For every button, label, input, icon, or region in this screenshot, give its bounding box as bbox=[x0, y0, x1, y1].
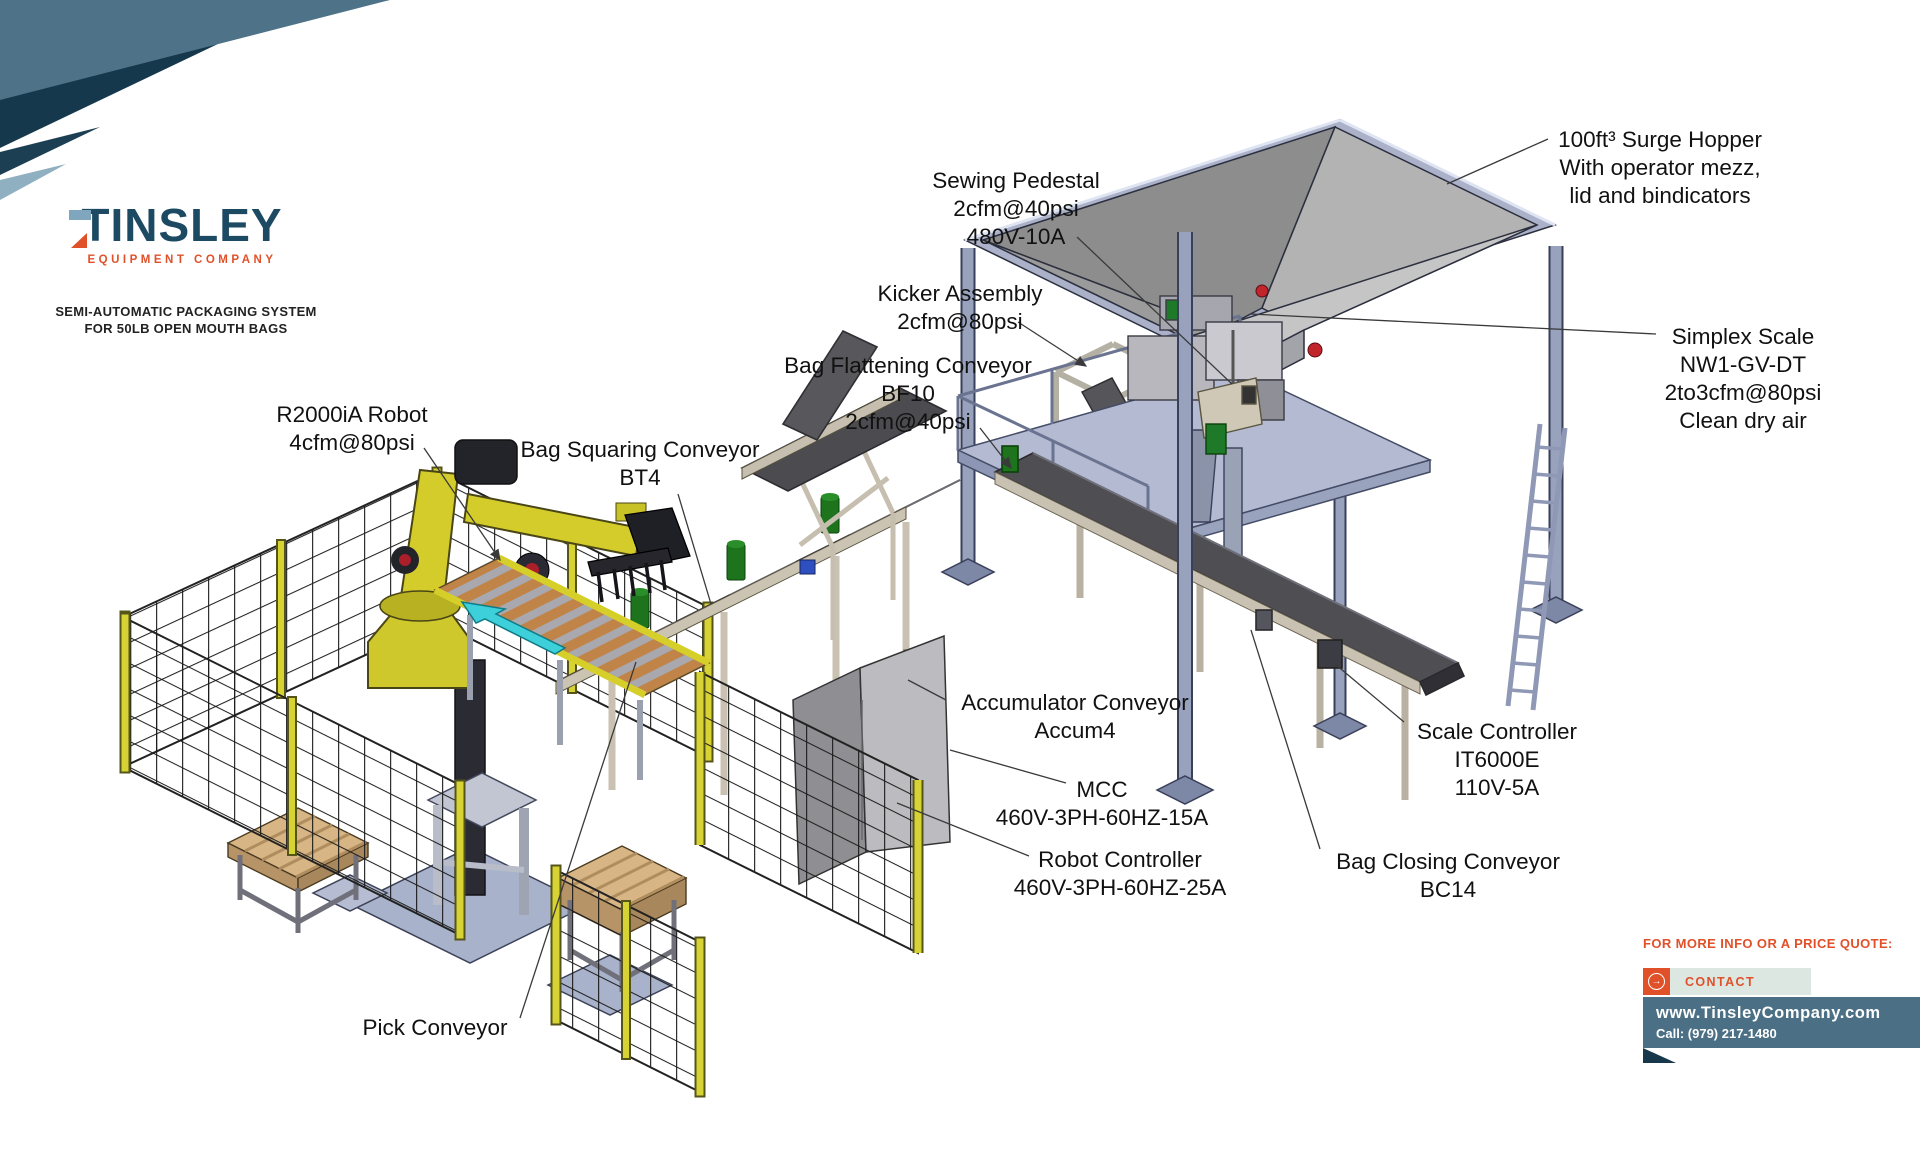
label-surge-hopper: 100ft³ Surge Hopper With operator mezz, … bbox=[1558, 127, 1762, 208]
leader-accumulator bbox=[907, 679, 947, 701]
label-scale-controller: Scale Controller IT6000E 110V-5A bbox=[1416, 719, 1578, 800]
label-sewing-pedestal: Sewing Pedestal 2cfm@40psi 480V-10A bbox=[932, 168, 1100, 249]
contact-heading: FOR MORE INFO OR A PRICE QUOTE: bbox=[1643, 936, 1893, 951]
contact-banner: www.TinsleyCompany.com Call: (979) 217-1… bbox=[1643, 997, 1920, 1048]
flow-arrow bbox=[460, 600, 567, 655]
scale-controller-box bbox=[1317, 639, 1343, 669]
label-bag-closing-conveyor: Bag Closing Conveyor BC14 bbox=[1336, 849, 1560, 902]
bindicator bbox=[1255, 284, 1269, 298]
website-link[interactable]: www.TinsleyCompany.com bbox=[1656, 1004, 1881, 1022]
label-kicker-assembly: Kicker Assembly 2cfm@80psi bbox=[877, 281, 1043, 334]
surge-hopper-tower bbox=[940, 118, 1584, 805]
leader-mcc bbox=[949, 749, 1067, 784]
leader-bag-closing bbox=[1250, 629, 1321, 850]
label-pick-conveyor: Pick Conveyor bbox=[362, 1015, 508, 1040]
company-logo: TINSLEY bbox=[81, 199, 283, 251]
leader-robot-controller bbox=[896, 802, 1030, 857]
label-r2000ia-robot: R2000iA Robot 4cfm@80psi bbox=[276, 402, 428, 455]
sewing-pedestal-machine bbox=[1197, 330, 1263, 561]
leader-bag-flattening bbox=[979, 427, 1012, 470]
safety-fence-cabinet-side bbox=[694, 670, 924, 955]
leader-bag-squaring bbox=[677, 493, 712, 605]
company-logo-subtitle: EQUIPMENT COMPANY bbox=[87, 254, 277, 266]
brand-block: TINSLEY EQUIPMENT COMPANY bbox=[69, 199, 294, 266]
leader-pick-conveyor bbox=[519, 661, 637, 1019]
contact-button-label[interactable]: CONTACT bbox=[1670, 968, 1811, 995]
flattening-chute bbox=[781, 329, 879, 442]
banner-flag-fold bbox=[1643, 1048, 1676, 1063]
conveyor-motors bbox=[630, 493, 840, 629]
bag-closing-conveyor bbox=[993, 445, 1466, 800]
phone-number: Call: (979) 217-1480 bbox=[1656, 1026, 1777, 1041]
leader-lines bbox=[423, 138, 1657, 1019]
leader-simplex-scale bbox=[1249, 313, 1657, 335]
label-mcc: MCC 460V-3PH-60HZ-15A bbox=[995, 777, 1209, 830]
access-ladder bbox=[1505, 423, 1568, 711]
bindicator bbox=[1307, 342, 1323, 358]
leader-robot bbox=[423, 447, 501, 562]
label-bag-squaring-conveyor: Bag Squaring Conveyor BT4 bbox=[520, 437, 760, 490]
logo-accent-blue bbox=[69, 210, 91, 220]
leader-scale-controller bbox=[1334, 663, 1405, 723]
tagline-line2: FOR 50LB OPEN MOUTH BAGS bbox=[84, 321, 288, 336]
pick-conveyor-unit bbox=[433, 554, 711, 780]
corner-banner-graphic bbox=[0, 0, 390, 200]
leader-sewing-pedestal bbox=[1076, 236, 1233, 385]
tagline-line1: SEMI-AUTOMATIC PACKAGING SYSTEM bbox=[55, 304, 317, 319]
system-tagline: SEMI-AUTOMATIC PACKAGING SYSTEM FOR 50LB… bbox=[26, 303, 346, 337]
bag-flattening-section bbox=[740, 329, 948, 640]
contact-button[interactable]: → CONTACT bbox=[1643, 968, 1811, 995]
label-accumulator-conveyor: Accumulator Conveyor Accum4 bbox=[961, 690, 1189, 743]
leader-kicker-assembly bbox=[1017, 321, 1088, 367]
gripper-fingers bbox=[596, 559, 667, 603]
label-robot-controller: Robot Controller 460V-3PH-60HZ-25A bbox=[1013, 847, 1227, 900]
label-simplex-scale: Simplex Scale NW1-GV-DT 2to3cfm@80psi Cl… bbox=[1664, 324, 1822, 433]
contact-block: FOR MORE INFO OR A PRICE QUOTE: → CONTAC… bbox=[1643, 936, 1920, 1063]
label-bag-flattening-conveyor: Bag Flattening Conveyor BF10 2cfm@40psi bbox=[784, 353, 1032, 434]
leader-surge-hopper bbox=[1446, 138, 1549, 185]
safety-fence-front bbox=[119, 612, 706, 1098]
contact-arrow-icon[interactable]: → bbox=[1643, 968, 1670, 995]
